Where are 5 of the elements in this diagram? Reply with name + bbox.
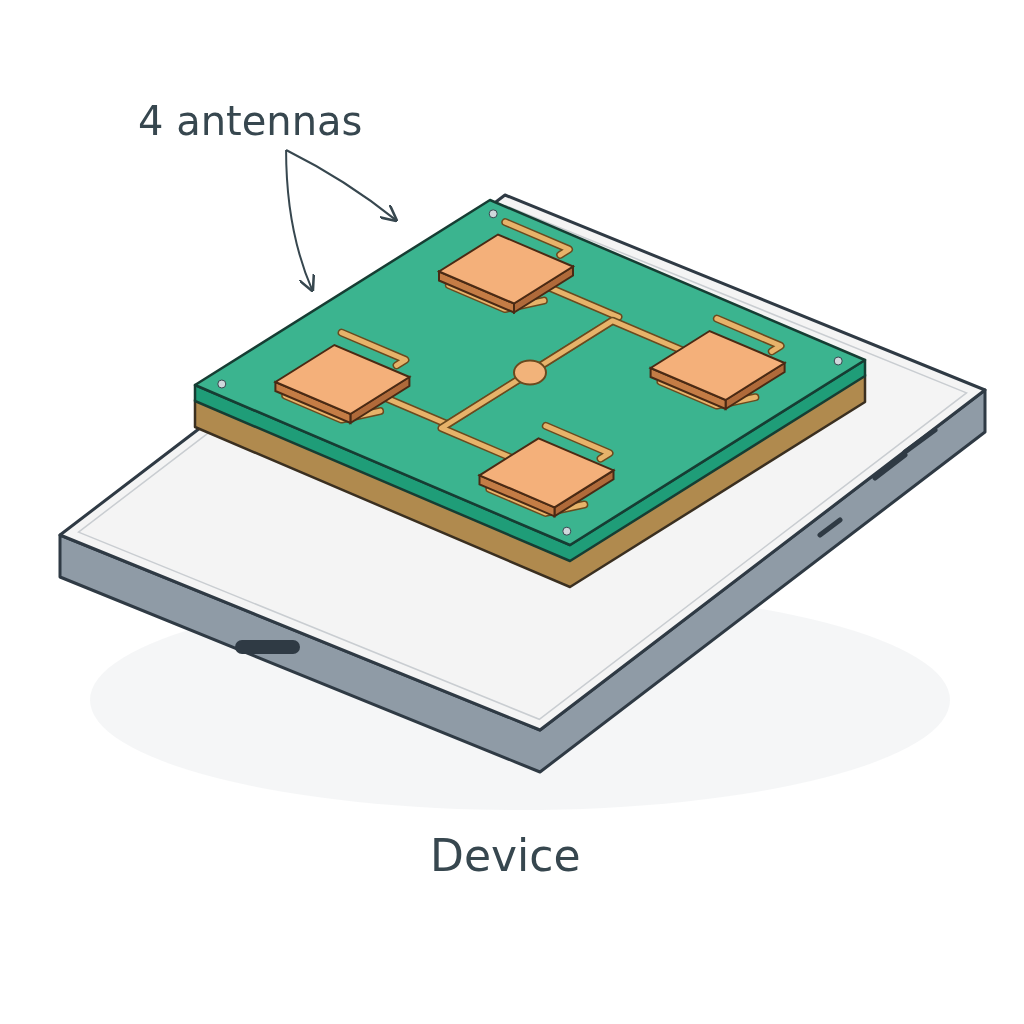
device-label: Device — [430, 830, 581, 881]
antenna-board-drawing — [193, 198, 867, 589]
leader-arrow — [285, 149, 399, 223]
leader-arrow — [285, 149, 316, 293]
callout-label: 4 antennas — [138, 98, 363, 144]
